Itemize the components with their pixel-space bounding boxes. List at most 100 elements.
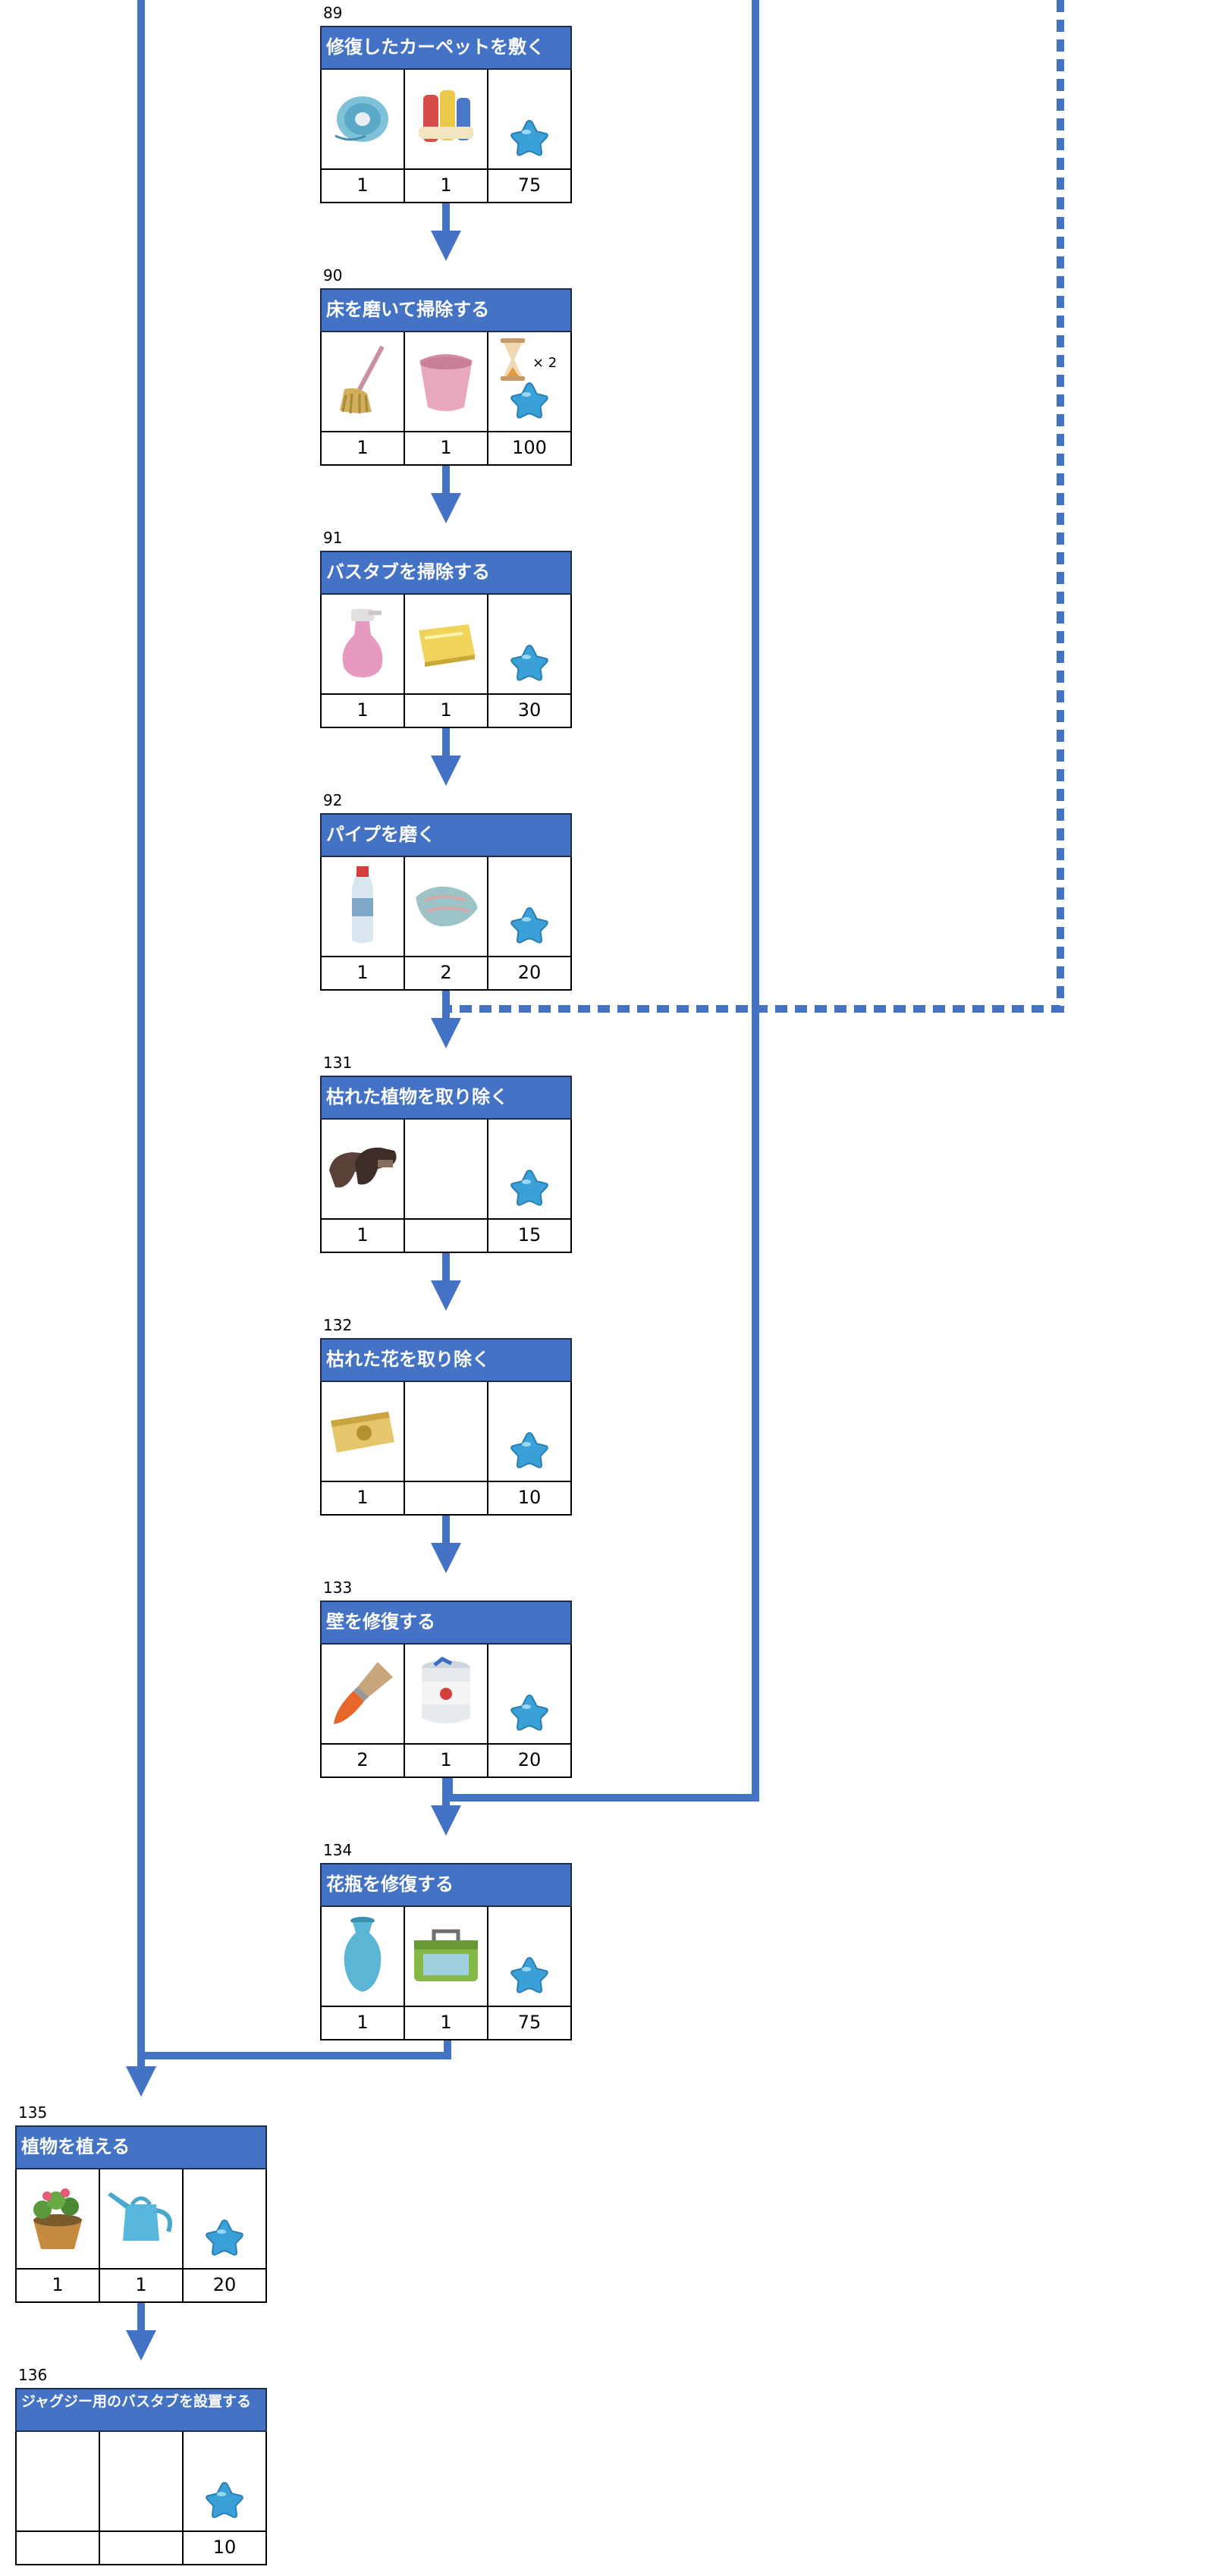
item-qty-1: 1 [322, 693, 405, 727]
mop-icon [326, 342, 399, 421]
reward-icon-cell [488, 70, 572, 168]
task-title: 床を磨いて掃除する [320, 288, 572, 332]
reward-icon-cell [488, 1907, 572, 2006]
item-icon-cell-2 [405, 1382, 488, 1481]
cleaner-bottle-icon [340, 863, 385, 950]
item-icon-cell-2 [405, 70, 488, 168]
item-icon-cell-2 [405, 332, 488, 431]
reward-stars-qty: 20 [488, 956, 572, 989]
task-number: 135 [18, 2103, 48, 2122]
paintbrush-icon [325, 1654, 400, 1733]
item-icon-cell-1 [322, 332, 405, 431]
task-title: 壁を修復する [320, 1601, 572, 1645]
reward-stars-qty: 30 [488, 693, 572, 727]
item-icon-cell-1 [322, 857, 405, 956]
item-qty-2: 1 [405, 168, 488, 202]
item-qty-2 [405, 1218, 488, 1252]
task-title: 枯れた花を取り除く [320, 1338, 572, 1382]
item-qty-1: 1 [322, 431, 405, 464]
task-card-133: 133 壁を修復する 2 1 20 [320, 1579, 572, 1778]
item-icon-cell-1 [17, 2432, 100, 2530]
star-icon [510, 381, 549, 422]
reward-icon-cell [184, 2432, 267, 2530]
gloves-icon [325, 1137, 400, 1201]
vase-icon [336, 1913, 389, 2000]
spray-bottle-icon [328, 605, 397, 683]
task-title: 修復したカーペットを敷く [320, 26, 572, 70]
task-card-90: 90 床を磨いて掃除する × 2 1 1 100 [320, 266, 572, 466]
item-qty-2: 1 [100, 2268, 184, 2301]
seed-bag-icon [325, 1400, 400, 1463]
task-title: バスタブを掃除する [320, 551, 572, 595]
item-qty-2: 1 [405, 1743, 488, 1776]
reward-stars-qty: 10 [488, 1481, 572, 1514]
item-icon-cell-1 [17, 2169, 100, 2268]
reward-icon-cell [184, 2169, 267, 2268]
item-icon-cell-2 [100, 2432, 184, 2530]
task-number: 136 [18, 2366, 48, 2384]
item-icon-cell-1 [322, 1645, 405, 1743]
task-number: 134 [323, 1841, 353, 1859]
toolbox-icon [408, 1921, 484, 1992]
fabric-rolls-icon [410, 81, 482, 157]
star-icon [205, 2218, 244, 2259]
task-card-136: 136 ジャグジー用のバスタブを設置する 10 [15, 2366, 267, 2565]
item-qty-1: 1 [322, 1481, 405, 1514]
item-icon-cell-2 [405, 1645, 488, 1743]
task-card-89: 89 修復したカーペットを敷く 1 1 75 [320, 4, 572, 203]
star-icon [205, 2480, 244, 2521]
item-qty-1: 2 [322, 1743, 405, 1776]
reward-icon-cell [488, 1645, 572, 1743]
task-title: ジャグジー用のバスタブを設置する [15, 2388, 267, 2432]
star-icon [510, 1168, 549, 1209]
reward-stars-qty: 10 [184, 2530, 267, 2564]
thread-spool-icon [328, 83, 397, 156]
reward-icon-cell [488, 857, 572, 956]
connector-right-trunk [445, 0, 759, 1802]
task-number: 90 [323, 266, 343, 284]
reward-stars-qty: 100 [488, 431, 572, 464]
reward-stars-qty: 15 [488, 1218, 572, 1252]
task-card-91: 91 バスタブを掃除する 1 1 30 [320, 529, 572, 728]
task-number: 92 [323, 791, 343, 809]
item-icon-cell-1 [322, 595, 405, 693]
task-number: 89 [323, 4, 343, 22]
star-icon [510, 1693, 549, 1734]
reward-stars-qty: 75 [488, 2006, 572, 2039]
star-icon [510, 906, 549, 947]
sponge-icon [410, 612, 482, 676]
item-icon-cell-2 [100, 2169, 184, 2268]
task-number: 91 [323, 529, 343, 547]
item-icon-cell-2 [405, 1907, 488, 2006]
task-card-134: 134 花瓶を修復する 1 1 75 [320, 1841, 572, 2040]
task-title: 枯れた植物を取り除く [320, 1076, 572, 1120]
watering-can-icon [103, 2183, 179, 2254]
item-qty-2: 2 [405, 956, 488, 989]
reward-icon-cell [488, 1120, 572, 1218]
item-icon-cell-2 [405, 595, 488, 693]
task-card-135: 135 植物を植える 1 1 20 [15, 2103, 267, 2303]
task-card-132: 132 枯れた花を取り除く 1 10 [320, 1316, 572, 1516]
item-qty-2 [405, 1481, 488, 1514]
connector-134-135 [126, 2040, 451, 2097]
item-qty-2: 1 [405, 2006, 488, 2039]
item-icon-cell-1 [322, 70, 405, 168]
item-icon-cell-1 [322, 1907, 405, 2006]
star-icon [510, 118, 549, 159]
task-number: 133 [323, 1579, 353, 1597]
item-icon-cell-1 [322, 1120, 405, 1218]
item-qty-1: 1 [322, 2006, 405, 2039]
task-title: 花瓶を修復する [320, 1863, 572, 1907]
task-card-131: 131 枯れた植物を取り除く 1 15 [320, 1054, 572, 1253]
paint-can-icon [412, 1654, 480, 1733]
reward-stars-qty: 75 [488, 168, 572, 202]
hourglass-icon [496, 337, 529, 385]
task-title: パイプを磨く [320, 813, 572, 857]
task-number: 132 [323, 1316, 353, 1334]
reward-stars-qty: 20 [488, 1743, 572, 1776]
flower-pot-icon [20, 2179, 96, 2258]
item-qty-2: 1 [405, 693, 488, 727]
item-qty-1: 1 [322, 956, 405, 989]
cloth-icon [410, 875, 482, 938]
